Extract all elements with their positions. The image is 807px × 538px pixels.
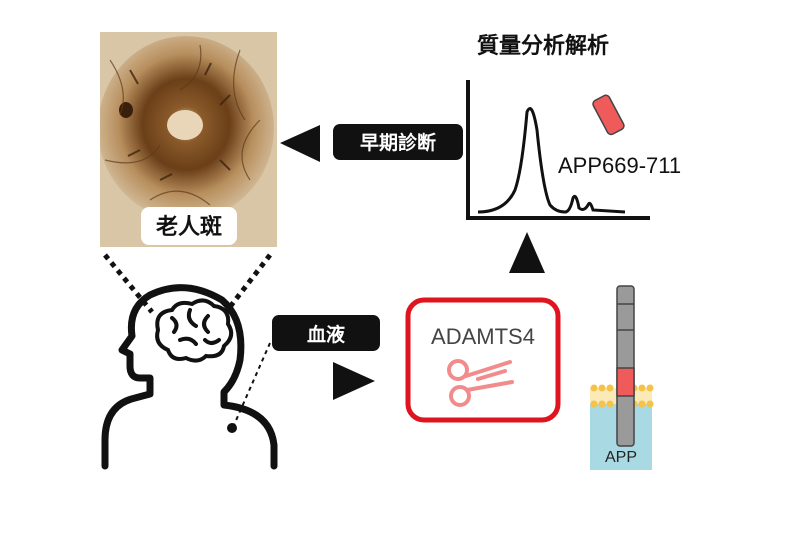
arrow-up-icon: [509, 232, 545, 273]
mass-spec-panel: 質量分析解析 APP669-711: [466, 33, 681, 220]
app-cleaved-segment: [616, 367, 635, 397]
app-label: APP: [605, 449, 637, 466]
plaque-label-box: [141, 207, 237, 245]
arrow-left-icon: [280, 125, 320, 162]
peptide-fragment-icon: [592, 94, 625, 136]
plaque-micrograph: 老人斑: [100, 32, 277, 247]
early-diagnosis-tag: 早期診断: [333, 124, 463, 160]
blood-draw-dot: [227, 423, 237, 433]
plaque-label: 老人斑: [155, 215, 222, 240]
enzyme-box: ADAMTS4: [405, 297, 561, 423]
spectrum-axes: [466, 80, 650, 220]
membrane-diagram: APP: [590, 285, 654, 470]
person-silhouette: [101, 284, 278, 470]
arrow-right-icon: [333, 362, 375, 400]
peptide-label: APP669-711: [558, 153, 681, 178]
blood-tag: 血液: [272, 315, 380, 351]
blood-pointer-line: [233, 342, 271, 426]
mass-spec-title: 質量分析解析: [477, 33, 609, 59]
enzyme-label: ADAMTS4: [431, 324, 535, 349]
brain-icon: [155, 298, 234, 363]
app-protein-bar: [616, 285, 635, 447]
blood-label: 血液: [307, 323, 346, 346]
scissors-icon: [447, 359, 514, 407]
early-diagnosis-label: 早期診断: [360, 131, 436, 154]
spectrum-trace: [477, 107, 626, 214]
